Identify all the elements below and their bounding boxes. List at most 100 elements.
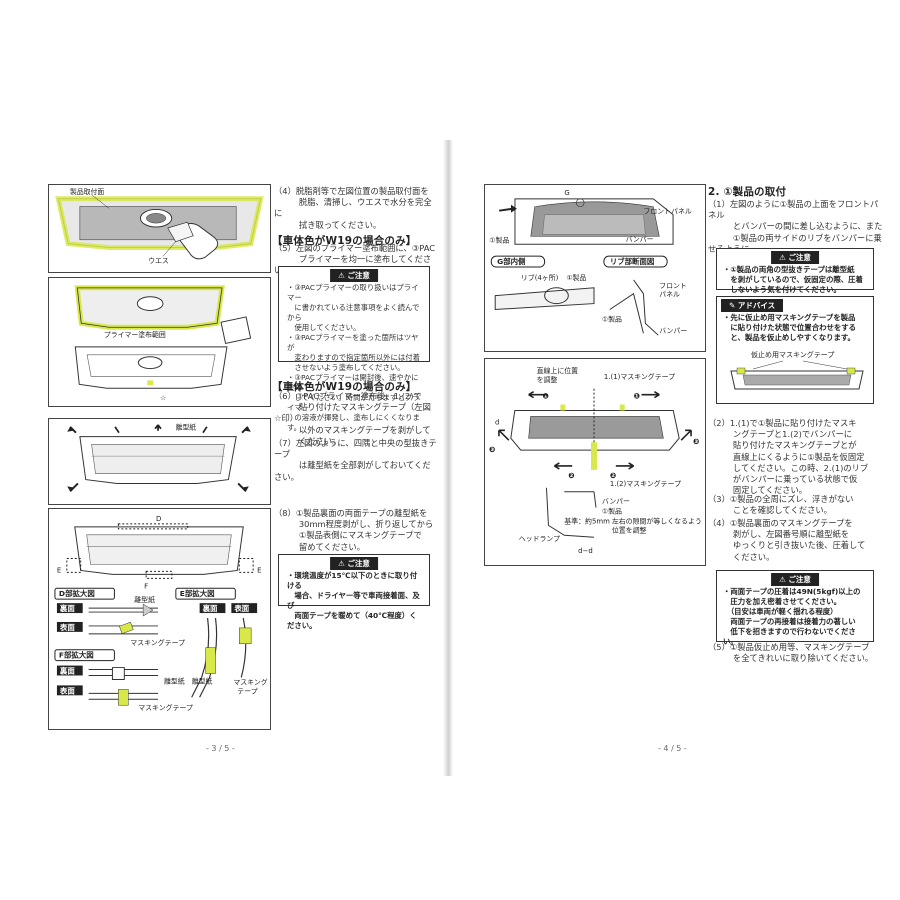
label-gap: 基準：約5mm: [564, 516, 610, 525]
label-front-panel-2-line1: フロント: [659, 282, 687, 290]
figure-install-position: G フロントパネル バンパー ①製品 G部内側 リブ部断面図 リブ(4ヶ所) ①…: [484, 184, 706, 352]
manual-page-4: G フロントパネル バンパー ①製品 G部内側 リブ部断面図 リブ(4ヶ所) ①…: [460, 142, 890, 774]
label-e-right: E: [257, 566, 261, 574]
label-bumper-fig2: バンパー: [602, 498, 630, 506]
marker-3-right: ❸: [693, 437, 699, 446]
section-title-install: 2. ①製品の取付: [708, 186, 787, 198]
label-release-paper: 離型紙: [176, 423, 197, 432]
caution-title-temperature: ⚠ ご注意: [330, 557, 378, 570]
label-release-d: 離型紙: [134, 595, 155, 604]
grille-detail-illustration: D E E F D部拡大図 裏面 離型紙 表面 マスキングテープ E部拡大図 裏…: [54, 515, 268, 712]
alignment-illustration: ❶ ❶ ❷ ❷ ❸ ❸ 直線上に位置 を調整 1.(1)マスキングテープ 1.(…: [489, 366, 702, 555]
advice-body: ・先に仮止め用マスキングテープを製品 に貼り付けた状態で位置合わせをする と、製…: [723, 313, 857, 342]
label-rib: リブ(4ヶ所): [521, 273, 559, 282]
marker-1-right: ❶: [634, 392, 640, 401]
label-masking-e-line2: テープ: [237, 687, 257, 695]
grille-degrease-illustration: 製品取付面 ウエス: [55, 187, 264, 265]
step-5-remove-masking: （5）①製品仮止め用等、マスキングテープ を全てきれいに取り除いてください。: [708, 642, 874, 664]
title-e-detail: E部拡大図: [180, 588, 215, 598]
label-masking-d: マスキングテープ: [130, 638, 185, 647]
caution-body-primer: ・③PACプライマーの取り扱いはプライマー に書かれている注意事項をよく読んでか…: [287, 283, 421, 432]
figure-primer: プライマー塗布範囲 ☆: [48, 277, 271, 407]
caution-box-primer: ⚠ ご注意 ・③PACプライマーの取り扱いはプライマー に書かれている注意事項を…: [278, 266, 430, 432]
tag-omote-e: 表面: [234, 603, 249, 613]
step-3-check: （3）①製品の全周にズレ、浮きがない ことを確認してください。: [708, 494, 854, 516]
label-e-left: E: [57, 566, 61, 574]
marker-1-left: ❶: [543, 392, 549, 401]
marker-2-right: ❷: [610, 471, 616, 480]
advice-box: ✎ アドバイス ・先に仮止め用マスキングテープを製品 に貼り付けた状態で位置合わ…: [716, 296, 874, 404]
caution-body-temperature: ・環境温度が15℃以下のときに取り付ける 場合、ドライヤー等で車両接着面、及び …: [287, 571, 420, 630]
figure-degrease: 製品取付面 ウエス: [48, 184, 271, 273]
tag-omote-f: 表面: [60, 685, 75, 695]
caution-box-pressure: ⚠ ご注意 ・両面テープの圧着は49N(5kgf)以上の 圧力を加え密着させてく…: [716, 570, 874, 646]
step-7-release: （7）左図のように、四隅と中央の型抜きテープ は離型紙を全部剥がしておいてくださ…: [274, 438, 437, 482]
title-f-detail: F部拡大図: [59, 650, 94, 660]
label-product-3: ①製品: [602, 314, 622, 323]
label-bumper: バンパー: [626, 235, 654, 243]
label-front-panel: フロントパネル: [643, 208, 691, 216]
caution-body-pressure: ・両面テープの圧着は49N(5kgf)以上の 圧力を加え密着させてください。 （…: [723, 587, 861, 646]
label-d: D: [156, 515, 161, 523]
title-d-detail: D部拡大図: [59, 588, 95, 598]
label-headlamp: ヘッドランプ: [519, 535, 560, 543]
label-product-fig2: ①製品: [602, 507, 622, 516]
label-section-dd: d−d: [578, 547, 593, 555]
grille-release-illustration: 離型紙: [67, 423, 251, 492]
tag-ura-d: 裏面: [59, 603, 75, 613]
install-position-illustration: G フロントパネル バンパー ①製品 G部内側 リブ部断面図 リブ(4ヶ所) ①…: [489, 189, 692, 336]
page-gutter: [443, 140, 453, 776]
label-temp-masking: 仮止め用マスキングテープ: [751, 350, 834, 359]
step-6-remove-tape: （6）③PACプライマー塗布後、1.(2)で 貼り付けたマスキングテープ（左図☆…: [274, 391, 431, 446]
label-straight-line2: を調整: [537, 375, 558, 384]
page-number-3: - 3 / 5 -: [206, 744, 235, 753]
label-release-e: 離型紙: [192, 676, 213, 685]
step-4-degrease: （4）脱脂剤等で左図位置の製品取付面を 脱脂、清掃し、ウエスで水分を完全に 拭き…: [274, 186, 432, 230]
figure-release-paper: 離型紙: [48, 418, 271, 505]
label-waes: ウエス: [148, 257, 169, 265]
grille-primer-illustration: プライマー塗布範囲 ☆: [74, 285, 252, 402]
label-adjust-line1: 左右の隙間が等しくなるよう: [612, 516, 702, 525]
label-mounting-surface: 製品取付面: [70, 187, 104, 196]
caution-title-primer: ⚠ ご注意: [330, 269, 378, 282]
caution-box-corner-tape: ⚠ ご注意 ・①製品の両角の型抜きテープは離型紙 を剥がしているので、仮固定の際…: [716, 248, 874, 294]
star-mark: ☆: [160, 394, 166, 402]
heading-w19-first: 【車体色がW19の場合のみ】: [272, 235, 417, 247]
figure-double-tape: D E E F D部拡大図 裏面 離型紙 表面 マスキングテープ E部拡大図 裏…: [48, 508, 271, 730]
marker-2-left: ❷: [568, 471, 574, 480]
label-masking-e-line1: マスキング: [233, 677, 267, 686]
label-bumper-2: バンパー: [659, 327, 687, 335]
label-primer-area: プライマー塗布範囲: [104, 330, 166, 339]
label-release-f: 離型紙: [164, 676, 185, 685]
manual-page-3: 製品取付面 ウエス プライマー塗布範囲 ☆: [8, 142, 438, 774]
label-product: ①製品: [489, 235, 509, 244]
advice-title: ✎ アドバイス: [721, 299, 784, 312]
caution-body-corner-tape: ・①製品の両角の型抜きテープは離型紙 を剥がしているので、仮固定の際、圧着 しな…: [723, 265, 863, 294]
label-front-panel-2-line2: パネル: [659, 291, 680, 299]
title-g-inner: G部内側: [497, 256, 526, 266]
heading-w19-second: 【車体色がW19の場合のみ】: [272, 381, 417, 393]
label-mask-top: 1.(1)マスキングテープ: [604, 372, 675, 381]
label-f: F: [144, 582, 148, 590]
tag-omote-d: 表面: [60, 622, 75, 632]
caution-box-temperature: ⚠ ご注意 ・環境温度が15℃以下のときに取り付ける 場合、ドライヤー等で車両接…: [278, 554, 430, 630]
caution-title-corner-tape: ⚠ ご注意: [771, 251, 819, 264]
title-rib-section: リブ部断面図: [610, 256, 654, 266]
tag-ura-f: 裏面: [59, 666, 75, 676]
step-4-press: （4）①製品裏面のマスキングテープを 剥がし、左図番号順に離型紙を ゆっくりと引…: [708, 518, 866, 562]
label-d-top: d: [495, 418, 499, 426]
label-mask-bottom: 1.(2)マスキングテープ: [610, 479, 681, 488]
step-8-fold: （8）①製品裏面の両面テープの離型紙を 30mm程度剥がし、折り返してから ①製…: [274, 508, 434, 552]
label-straight-line1: 直線上に位置: [537, 366, 579, 375]
caution-title-pressure: ⚠ ご注意: [771, 573, 819, 586]
label-product-2: ①製品: [566, 273, 586, 282]
figure-alignment: ❶ ❶ ❷ ❷ ❸ ❸ 直線上に位置 を調整 1.(1)マスキングテープ 1.(…: [484, 358, 706, 566]
advice-illustration: 仮止め用マスキングテープ: [730, 350, 864, 390]
label-masking-f: マスキングテープ: [138, 703, 193, 712]
label-adjust-line2: 位置を調整: [612, 525, 647, 534]
marker-3-left: ❸: [489, 445, 495, 454]
label-g: G: [564, 189, 569, 197]
page-number-4: - 4 / 5 -: [658, 744, 687, 753]
tag-ura-e: 裏面: [202, 603, 218, 613]
step-2-temp-fix: （2）1.(1)で①製品に貼り付けたマスキ ングテープと1.(2)でバンパーに …: [708, 418, 869, 496]
